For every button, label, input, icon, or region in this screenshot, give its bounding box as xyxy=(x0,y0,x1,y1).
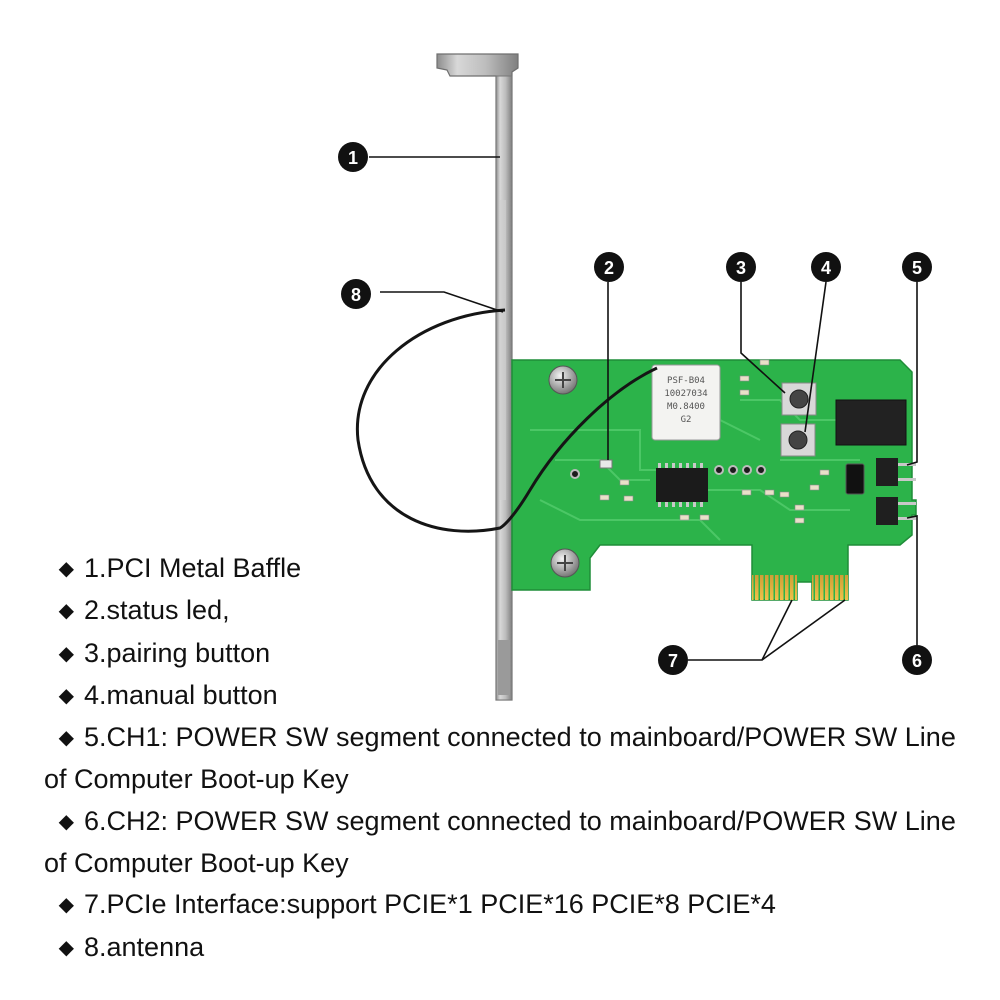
diamond-bullet-icon: ◆ xyxy=(58,810,74,833)
wifi-module-label-3: M0.8400 xyxy=(667,402,705,412)
diamond-bullet-icon: ◆ xyxy=(58,936,74,959)
pcie-gold-fingers xyxy=(752,575,848,600)
status-led xyxy=(599,459,613,469)
wifi-module-label-4: G2 xyxy=(681,415,692,425)
svg-text:4: 4 xyxy=(821,258,831,278)
svg-text:6: 6 xyxy=(912,651,922,671)
callout-5: 5 xyxy=(902,252,932,282)
diamond-bullet-icon: ◆ xyxy=(58,642,74,665)
callout-3: 3 xyxy=(726,252,756,282)
diamond-bullet-icon: ◆ xyxy=(58,558,74,580)
manual-button xyxy=(780,423,816,457)
legend-item-text: 5.CH1: POWER SW segment connected to mai… xyxy=(44,722,956,795)
diamond-bullet-icon: ◆ xyxy=(58,600,74,623)
svg-text:3: 3 xyxy=(736,258,746,278)
legend-item-4: ◆ 4.manual button xyxy=(44,675,984,717)
relay xyxy=(835,399,907,446)
small-components xyxy=(599,359,830,524)
legend-item-text: 1.PCI Metal Baffle xyxy=(84,553,302,583)
callout-2: 2 xyxy=(594,252,624,282)
ic-chip xyxy=(656,463,708,507)
mounting-screw-bottom xyxy=(550,548,580,578)
svg-text:5: 5 xyxy=(912,258,922,278)
legend-item-1: ◆ 1.PCI Metal Baffle xyxy=(44,548,984,590)
svg-text:8: 8 xyxy=(351,285,361,305)
pci-metal-baffle xyxy=(436,53,519,701)
diamond-bullet-icon: ◆ xyxy=(58,727,74,750)
legend-item-8: ◆ 8.antenna xyxy=(44,927,984,969)
diamond-bullet-icon: ◆ xyxy=(58,894,74,917)
callout-6: 6 xyxy=(902,645,932,675)
header-pads xyxy=(570,465,766,479)
callout-8: 8 xyxy=(341,279,371,309)
antenna-cable xyxy=(355,308,658,533)
legend-item-text: 3.pairing button xyxy=(84,637,271,668)
component-legend: ◆ 1.PCI Metal Baffle ◆ 2.status led, ◆ 3.pa… xyxy=(44,548,984,969)
leader-lines xyxy=(369,156,918,661)
legend-item-7: ◆ 7.PCIe Interface:support PCIE*1 PCIE*16… xyxy=(44,884,984,926)
pcb-board: PSF-B04 10027034 M0.8400 G2 xyxy=(511,359,917,601)
callout-7: 7 xyxy=(658,645,688,675)
legend-item-text: 8.antenna xyxy=(84,931,205,962)
svg-text:1: 1 xyxy=(348,148,358,168)
callout-4: 4 xyxy=(811,252,841,282)
crystal xyxy=(845,463,865,495)
wifi-module-label-2: 10027034 xyxy=(664,389,707,399)
legend-item-text: 4.manual button xyxy=(84,679,278,710)
legend-item-6: ◆6.CH2: POWER SW segment connected to ma… xyxy=(44,801,984,885)
ch2-connector xyxy=(876,497,916,525)
legend-item-text: 6.CH2: POWER SW segment connected to mai… xyxy=(44,805,956,879)
legend-item-5: ◆5.CH1: POWER SW segment connected to ma… xyxy=(44,717,984,801)
wifi-module-label-1: PSF-B04 xyxy=(667,376,705,386)
diamond-bullet-icon: ◆ xyxy=(58,684,74,707)
svg-text:2: 2 xyxy=(604,258,614,278)
legend-item-2: ◆ 2.status led, xyxy=(44,590,984,632)
legend-item-text: 2.status led, xyxy=(84,595,230,626)
legend-item-3: ◆ 3.pairing button xyxy=(44,633,984,675)
legend-item-text: 7.PCIe Interface:support PCIE*1 PCIE*16 … xyxy=(84,889,776,920)
svg-text:7: 7 xyxy=(668,651,678,671)
wifi-module: PSF-B04 10027034 M0.8400 G2 xyxy=(651,364,721,441)
callout-1: 1 xyxy=(338,142,368,172)
mounting-screw-top xyxy=(548,365,578,395)
